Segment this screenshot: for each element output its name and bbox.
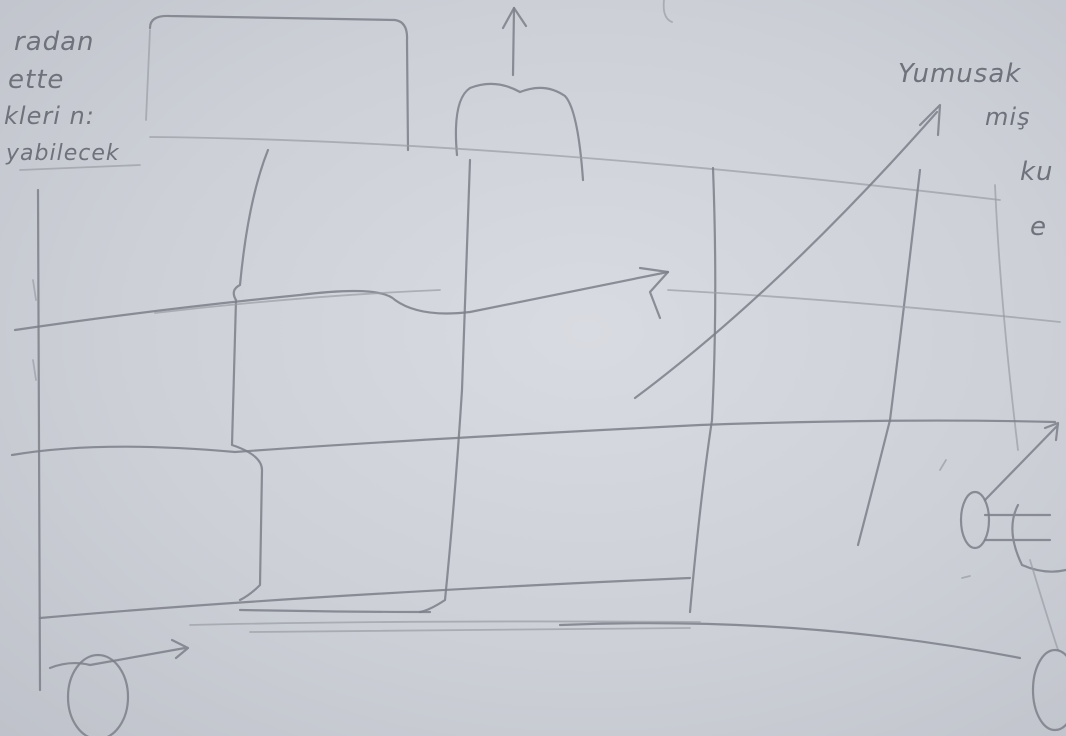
note-left-line-2: ette <box>8 65 64 95</box>
small-mark-2 <box>962 576 970 578</box>
divider-3 <box>690 168 715 612</box>
note-left-line-4: yabilecek <box>5 141 120 166</box>
note-right-line-1: miş <box>985 103 1031 131</box>
top-horizontal-line <box>150 137 1000 200</box>
diagonal-arrow-shaft <box>635 112 937 398</box>
lower-horizontal-line <box>12 421 1055 455</box>
bottom-line-2 <box>240 610 430 612</box>
bottom-left-arrow <box>50 640 188 668</box>
left-tick <box>33 280 36 380</box>
divider-1 <box>232 150 268 600</box>
note-right-line-3: e <box>1030 212 1047 242</box>
note-left-line-3: kleri n: <box>4 102 95 130</box>
bottom-left-wheel <box>68 655 128 736</box>
note-right-title: Yumusak <box>898 59 1021 89</box>
arch-shape <box>456 84 583 180</box>
left-vertical-line <box>38 190 40 690</box>
bottom-right-wheel <box>1033 650 1066 730</box>
top-small-hook <box>664 0 672 22</box>
note-left-line-1: radan <box>14 27 95 57</box>
right-nozzle <box>985 505 1066 572</box>
divider-2 <box>420 160 470 612</box>
middle-line-left <box>15 272 668 330</box>
right-arrow <box>985 423 1058 500</box>
up-arrow-shaft <box>513 8 514 75</box>
small-mark-1 <box>940 460 946 470</box>
top-box <box>150 16 408 150</box>
note-right-line-2: ku <box>1020 157 1054 187</box>
top-box-left-edge <box>146 30 150 120</box>
bottom-line-3 <box>250 628 690 632</box>
divider-4 <box>858 170 920 545</box>
right-down-line <box>1030 560 1058 650</box>
